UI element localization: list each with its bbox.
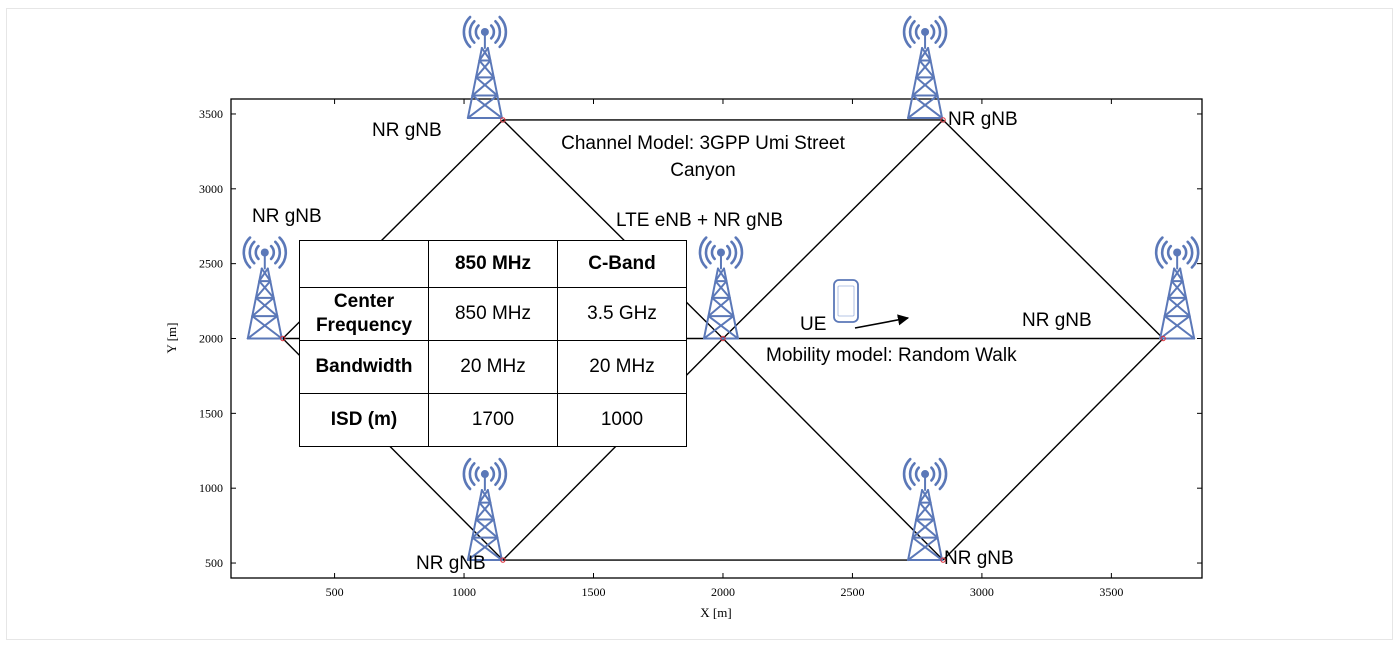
site-link xyxy=(942,338,1164,561)
table-row: ISD (m) 1700 1000 xyxy=(299,393,687,447)
site-label-nw: NR gNB xyxy=(372,120,442,141)
table-row: Center Frequency 850 MHz 3.5 GHz xyxy=(299,287,687,341)
cell-bandwidth-850: 20 MHz xyxy=(428,340,558,394)
cell-isd-cband: 1000 xyxy=(557,393,687,447)
row-label-bandwidth: Bandwidth xyxy=(299,340,429,394)
site-label-sw: NR gNB xyxy=(416,553,486,574)
arrow-icon xyxy=(854,314,910,329)
mobility-model-label: Mobility model: Random Walk xyxy=(766,345,1017,366)
y-axis-ticks: 500 1000 1500 2000 2500 3000 3500 xyxy=(199,107,1202,570)
y-tick-label: 2500 xyxy=(199,257,223,271)
y-tick-label: 500 xyxy=(205,556,223,570)
site-marker xyxy=(720,335,726,342)
x-tick-label: 2000 xyxy=(711,585,735,599)
y-tick-label: 2000 xyxy=(199,332,223,346)
spectrum-parameters-table: 850 MHz C-Band Center Frequency 850 MHz … xyxy=(299,240,687,447)
row-label-center-frequency: Center Frequency xyxy=(299,287,429,341)
cell-tower-icon xyxy=(902,15,948,119)
y-tick-label: 1000 xyxy=(199,481,223,495)
cell-tower-icon xyxy=(698,236,744,340)
cell-tower-icon xyxy=(902,457,948,562)
site-marker xyxy=(1160,335,1166,342)
site-label-center: LTE eNB + NR gNB xyxy=(616,210,783,231)
x-tick-label: 500 xyxy=(326,585,344,599)
site-label-se: NR gNB xyxy=(944,548,1014,569)
cell-bandwidth-cband: 20 MHz xyxy=(557,340,687,394)
x-tick-label: 1500 xyxy=(582,585,606,599)
x-axis-title: X [m] xyxy=(700,605,731,620)
site-link xyxy=(942,119,1164,339)
site-markers xyxy=(280,117,1166,563)
site-marker xyxy=(500,557,506,563)
y-axis-title: Y [m] xyxy=(164,323,179,354)
x-tick-label: 2500 xyxy=(840,585,864,599)
channel-model-line2: Canyon xyxy=(670,160,736,181)
x-tick-label: 1000 xyxy=(452,585,476,599)
cell-tower-icon xyxy=(462,15,508,119)
table-header-row: 850 MHz C-Band xyxy=(299,240,687,288)
row-label-line1: Center xyxy=(333,291,395,312)
table-corner-cell xyxy=(299,240,429,288)
site-marker xyxy=(940,117,946,123)
site-marker xyxy=(500,117,506,123)
site-link xyxy=(722,338,944,561)
x-tick-label: 3000 xyxy=(970,585,994,599)
cell-center-frequency-850: 850 MHz xyxy=(428,287,558,341)
ue-label: UE xyxy=(800,314,826,335)
y-tick-label: 3500 xyxy=(199,107,223,121)
site-label-e: NR gNB xyxy=(1022,310,1092,331)
smartphone-icon xyxy=(833,279,859,323)
x-axis-ticks: 500 1000 1500 2000 2500 3000 3500 xyxy=(326,99,1123,599)
row-label-line2: Frequency xyxy=(315,315,413,336)
cell-tower-icon xyxy=(462,457,508,562)
table-row: Bandwidth 20 MHz 20 MHz xyxy=(299,340,687,394)
channel-model-line1: Channel Model: 3GPP Umi Street xyxy=(561,133,845,154)
site-marker xyxy=(280,335,286,342)
base-stations xyxy=(242,15,1200,562)
y-tick-label: 3000 xyxy=(199,182,223,196)
header-850mhz: 850 MHz xyxy=(428,240,558,288)
cell-isd-850: 1700 xyxy=(428,393,558,447)
site-label-ne: NR gNB xyxy=(948,109,1018,130)
x-tick-label: 3500 xyxy=(1099,585,1123,599)
cell-tower-icon xyxy=(1154,236,1200,340)
figure-frame xyxy=(6,8,1393,640)
y-tick-label: 1500 xyxy=(199,406,223,420)
cell-tower-icon xyxy=(242,236,288,340)
site-link xyxy=(722,119,944,339)
header-c-band: C-Band xyxy=(557,240,687,288)
cell-center-frequency-cband: 3.5 GHz xyxy=(557,287,687,341)
row-label-isd: ISD (m) xyxy=(299,393,429,447)
site-marker xyxy=(940,557,946,563)
site-label-w: NR gNB xyxy=(252,206,322,227)
